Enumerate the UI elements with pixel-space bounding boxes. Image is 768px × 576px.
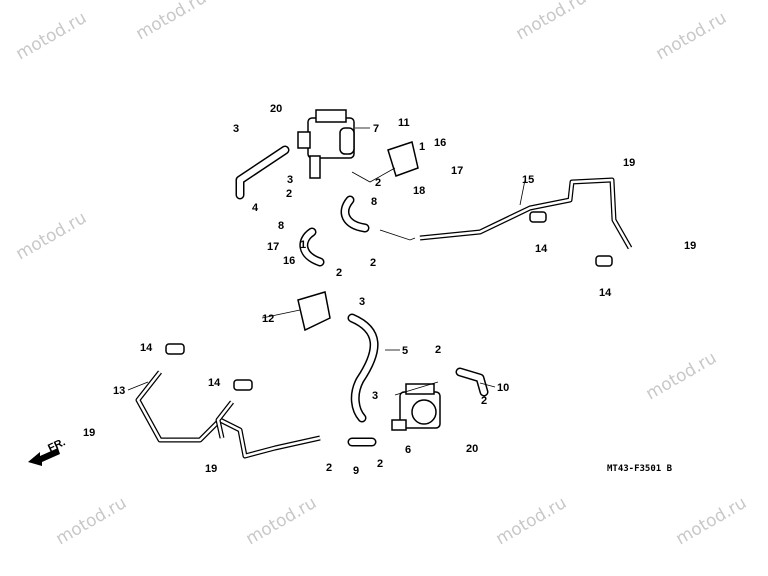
callout-11: 11 xyxy=(398,117,410,129)
callout-19: 19 xyxy=(205,463,217,475)
watermark: motod.ru xyxy=(53,493,131,549)
watermark: motod.ru xyxy=(13,208,91,264)
callout-19: 19 xyxy=(83,427,95,439)
callout-8: 8 xyxy=(371,196,377,208)
pipes xyxy=(135,177,633,459)
callout-2: 2 xyxy=(326,462,332,474)
callout-2: 2 xyxy=(377,458,383,470)
watermark: motod.ru xyxy=(13,8,91,64)
callout-20: 20 xyxy=(270,103,282,115)
callout-3: 3 xyxy=(287,174,293,186)
watermark: motod.ru xyxy=(673,493,751,549)
callout-4: 4 xyxy=(252,202,259,214)
callout-7: 7 xyxy=(373,123,379,135)
watermark: motod.ru xyxy=(643,348,721,404)
callout-2: 2 xyxy=(375,177,381,189)
callout-2: 2 xyxy=(370,257,376,269)
callout-1: 1 xyxy=(300,239,306,251)
callout-17: 17 xyxy=(267,241,279,253)
front-arrow-icon: FR. xyxy=(28,436,67,466)
air-valve-lower xyxy=(391,383,441,431)
callout-2: 2 xyxy=(435,344,441,356)
callout-19: 19 xyxy=(623,157,635,169)
watermark: motod.ru xyxy=(653,8,731,64)
callout-16: 16 xyxy=(434,137,446,149)
callout-14: 14 xyxy=(535,243,548,255)
callout-14: 14 xyxy=(208,377,221,389)
callout-3: 3 xyxy=(372,390,378,402)
callout-14: 14 xyxy=(599,287,612,299)
watermark: motod.ru xyxy=(513,0,591,44)
callout-12: 12 xyxy=(262,313,274,325)
callout-2: 2 xyxy=(286,188,292,200)
callout-3: 3 xyxy=(359,296,365,308)
callout-18: 18 xyxy=(413,185,425,197)
callout-19: 19 xyxy=(684,240,696,252)
callout-13: 13 xyxy=(113,385,125,397)
watermark: motod.ru xyxy=(493,493,571,549)
callout-15: 15 xyxy=(522,174,534,186)
callout-5: 5 xyxy=(402,345,408,357)
callout-2: 2 xyxy=(481,395,487,407)
hoses xyxy=(235,145,489,447)
diagram-code: MT43-F3501 B xyxy=(607,464,673,474)
callout-3: 3 xyxy=(233,123,239,135)
air-valve-upper xyxy=(297,109,355,179)
callout-1: 1 xyxy=(419,141,425,153)
callout-2: 2 xyxy=(336,267,342,279)
watermark: motod.ru xyxy=(133,0,211,44)
callout-8: 8 xyxy=(278,220,284,232)
callout-10: 10 xyxy=(497,382,509,394)
callout-14: 14 xyxy=(140,342,153,354)
callout-16: 16 xyxy=(283,255,295,267)
leader-lines xyxy=(127,127,526,396)
watermark: motod.ru xyxy=(243,493,321,549)
callout-17: 17 xyxy=(451,165,463,177)
front-marker: FR. xyxy=(46,436,67,454)
brackets xyxy=(165,141,613,391)
callout-6: 6 xyxy=(405,444,411,456)
callout-9: 9 xyxy=(353,465,359,477)
callout-20: 20 xyxy=(466,443,478,455)
